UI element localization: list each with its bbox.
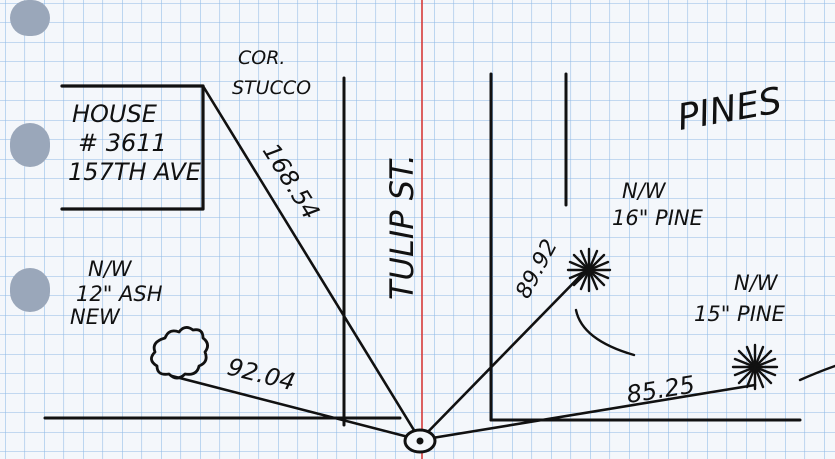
- pine15-pointer: [798, 364, 835, 382]
- ash-label-line2: 12" ASH: [76, 282, 163, 306]
- line-to-corner: [201, 84, 422, 442]
- control-point-marker: [403, 428, 437, 454]
- ash-label-line1: N/W: [88, 257, 133, 281]
- binder-hole-lower: [10, 268, 50, 312]
- pine16-tree-icon: [566, 247, 612, 293]
- pine15-label-line1: N/W: [734, 271, 779, 295]
- line-to-pine15: [418, 383, 757, 442]
- corner-label-line2: STUCCO: [232, 77, 311, 99]
- measurement-lines: [170, 84, 757, 442]
- pine16-pointer: [574, 308, 636, 357]
- pine15-tree-icon: [731, 343, 779, 391]
- line-to-ash: [170, 374, 422, 442]
- house-outline: [60, 84, 205, 211]
- house-label-line1: HOUSE: [72, 100, 158, 128]
- pine16-label-line2: 16" PINE: [612, 206, 704, 230]
- ash-tree-icon: [150, 326, 209, 380]
- pine16-label-line1: N/W: [622, 179, 667, 203]
- pine15-label-line2: 15" PINE: [694, 302, 786, 326]
- corner-label-line1: COR.: [238, 47, 285, 69]
- binder-hole-upper: [10, 123, 50, 167]
- house-label-line2: # 3611: [78, 129, 167, 157]
- ash-label-line3: NEW: [70, 305, 121, 329]
- street-name: TULIP ST.: [383, 154, 421, 300]
- binder-hole-top: [10, 0, 50, 36]
- line-to-pine16: [418, 266, 590, 442]
- house-label-line3: 157TH AVE: [68, 158, 202, 186]
